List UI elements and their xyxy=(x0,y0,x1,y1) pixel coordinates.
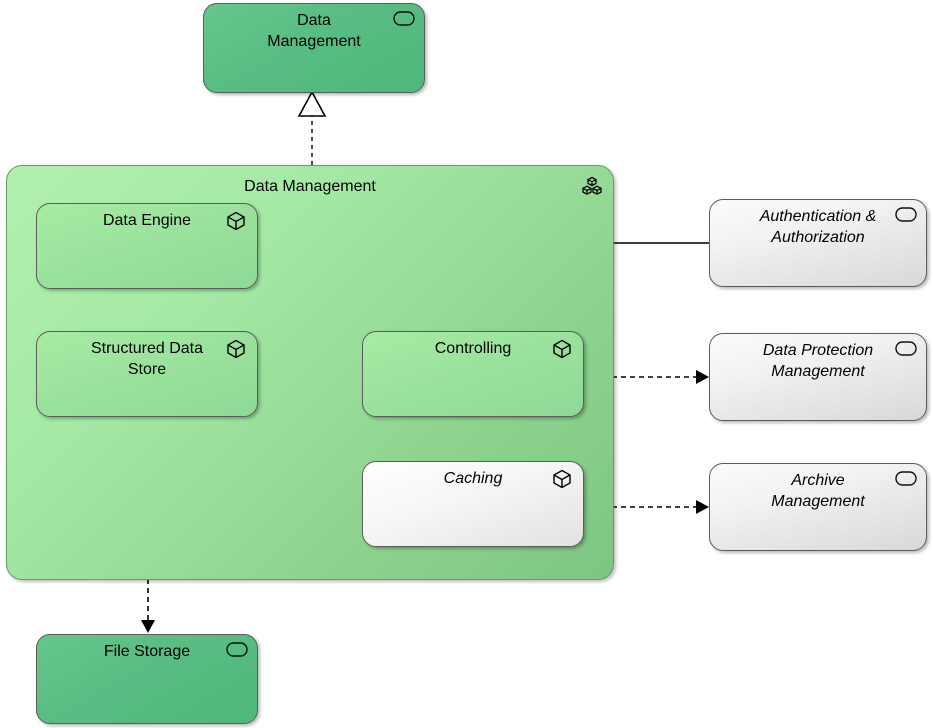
node-label: Controlling xyxy=(434,340,512,357)
container-title: Data Management xyxy=(244,178,376,195)
cube-component-icon xyxy=(226,211,248,231)
connector-container-to-data-protection xyxy=(612,370,709,384)
cube-component-icon xyxy=(226,339,248,359)
rounded-rect-service-icon xyxy=(393,11,415,31)
component-group-icon xyxy=(581,176,603,196)
node-label: Structured Data Store xyxy=(90,340,204,378)
connector-container-to-archive xyxy=(612,500,709,514)
node-archive-management[interactable]: Archive Management xyxy=(709,463,927,551)
node-label: Archive Management xyxy=(771,472,865,510)
node-label: Caching xyxy=(443,470,503,487)
node-file-storage[interactable]: File Storage xyxy=(36,634,258,724)
node-data-protection-management[interactable]: Data Protection Management xyxy=(709,333,927,421)
node-label: Data Engine xyxy=(102,212,192,229)
rounded-rect-service-icon xyxy=(226,642,248,662)
rounded-rect-service-icon xyxy=(895,341,917,361)
rounded-rect-service-icon xyxy=(895,207,917,227)
node-authentication-authorization[interactable]: Authentication & Authorization xyxy=(709,199,927,287)
node-data-management-service[interactable]: Data Management xyxy=(203,3,425,93)
node-label: Data Management xyxy=(267,12,361,50)
connector-realization-container-to-service xyxy=(297,90,327,165)
node-label: Data Protection Management xyxy=(762,342,874,380)
node-structured-data-store[interactable]: Structured Data Store xyxy=(36,331,258,417)
cube-component-icon xyxy=(552,339,574,359)
cube-component-icon xyxy=(552,469,574,489)
node-label: Authentication & Authorization xyxy=(759,208,877,246)
node-caching[interactable]: Caching xyxy=(362,461,584,547)
node-controlling[interactable]: Controlling xyxy=(362,331,584,417)
node-label: File Storage xyxy=(103,643,191,660)
rounded-rect-service-icon xyxy=(895,471,917,491)
node-data-engine[interactable]: Data Engine xyxy=(36,203,258,289)
